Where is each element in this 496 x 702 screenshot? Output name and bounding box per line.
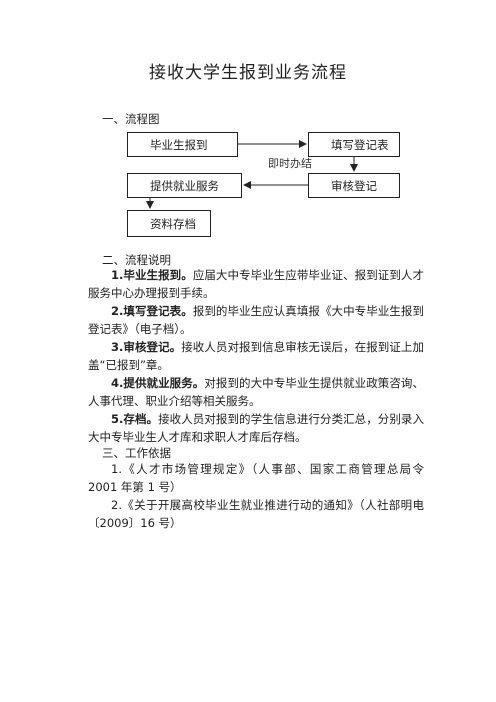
description-item-3: 3.审核登记。接收人员对报到信息审核无误后，在报到证上加盖“已报到”章。	[88, 338, 424, 374]
flow-box-archive: 资料存档	[127, 210, 211, 237]
flow-box-fill-form: 填写登记表	[308, 132, 400, 157]
basis-item-2: 2.《关于开展高校毕业生就业推进行动的通知》（人社部明电〔2009〕16 号）	[88, 498, 424, 530]
flow-box-label: 资料存档	[150, 216, 196, 231]
item-lead: 3.审核登记。	[111, 340, 182, 354]
item-text: 对报到的大中专毕业生提供就业政策咨询、人事代理、职业介绍等相关服务。	[88, 376, 424, 408]
description-item-4: 4.提供就业服务。对报到的大中专毕业生提供就业政策咨询、人事代理、职业介绍等相关…	[88, 374, 424, 410]
item-lead: 5.存档。	[111, 412, 159, 426]
item-text: 接收人员对报到的学生信息进行分类汇总，分别录入大中专毕业生人才库和求职人才库后存…	[88, 412, 424, 444]
item-lead: 2.填写登记表。	[111, 304, 193, 318]
basis-item-1: 1.《人才市场管理规定》（人事部、国家工商管理总局令 2001 年第 1 号）	[88, 462, 424, 494]
flow-box-review-register: 审核登记	[308, 173, 400, 198]
overlap-text: 即时办结	[268, 157, 312, 170]
section-heading-description: 二、流程说明	[102, 253, 171, 267]
flow-box-label: 审核登记	[331, 178, 377, 193]
flow-box-label: 毕业生报到	[150, 137, 208, 152]
flow-box-label: 提供就业服务	[150, 178, 219, 193]
document-title: 接收大学生报到业务流程	[149, 63, 347, 83]
flow-box-graduate-report: 毕业生报到	[127, 132, 238, 157]
description-item-1: 1.毕业生报到。应届大中专毕业生应带毕业证、报到证到人才服务中心办理报到手续。	[88, 266, 424, 302]
description-item-5: 5.存档。接收人员对报到的学生信息进行分类汇总，分别录入大中专毕业生人才库和求职…	[88, 410, 424, 446]
description-item-2: 2.填写登记表。报到的毕业生应认真填报《大中专毕业生报到登记表》（电子档）。	[88, 302, 424, 338]
flow-box-employment-service: 提供就业服务	[127, 173, 242, 198]
item-lead: 4.提供就业服务。	[111, 376, 205, 390]
item-lead: 1.毕业生报到。	[111, 268, 193, 282]
item-text: 报到的毕业生应认真填报《大中专毕业生报到登记表》（电子档）。	[88, 304, 424, 336]
section-heading-flowchart: 一、流程图	[102, 112, 160, 126]
flow-box-label: 填写登记表	[331, 137, 389, 152]
section-heading-basis: 三、工作依据	[102, 446, 171, 460]
item-text: 应届大中专毕业生应带毕业证、报到证到人才服务中心办理报到手续。	[88, 268, 424, 300]
item-text: 接收人员对报到信息审核无误后，在报到证上加盖“已报到”章。	[88, 340, 424, 372]
